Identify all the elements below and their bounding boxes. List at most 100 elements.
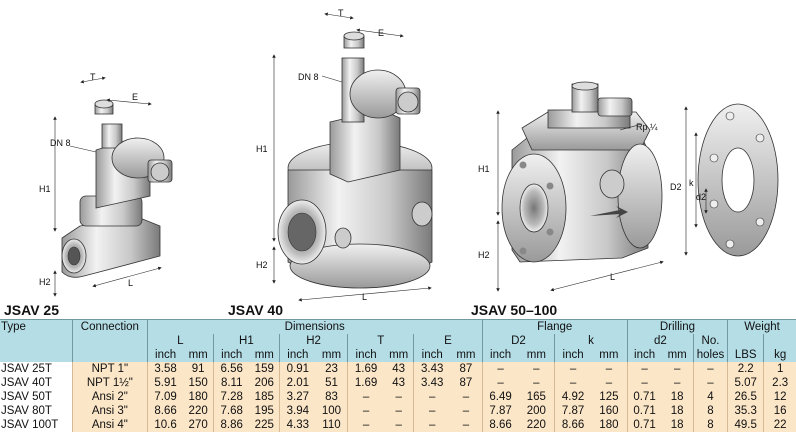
row-value: – bbox=[661, 376, 694, 390]
row-value: 8.11 bbox=[212, 376, 250, 390]
row-value: 3.27 bbox=[278, 390, 316, 404]
unit-mm: mm bbox=[590, 348, 628, 362]
row-value: 5.07 bbox=[727, 376, 764, 390]
row-value: 7.68 bbox=[212, 404, 250, 418]
unit-mm: mm bbox=[183, 348, 214, 362]
dim-label-h1-a: H1 bbox=[39, 184, 51, 194]
row-value: – bbox=[383, 404, 414, 418]
row-value: 0.71 bbox=[626, 418, 662, 432]
valve-jsav25-drawing: DN 8 T E H1 H2 L bbox=[39, 72, 173, 297]
table-header-row-3: inch mm inch mm inch mm inch mm inch mm … bbox=[0, 348, 796, 362]
row-value: 7.87 bbox=[554, 404, 591, 418]
unit-kg: kg bbox=[763, 348, 796, 362]
row-value: 3.43 bbox=[413, 362, 451, 376]
row-value: 7.09 bbox=[146, 390, 184, 404]
row-value: 206 bbox=[249, 376, 280, 390]
row-value: 125 bbox=[590, 390, 628, 404]
table-header-row-2: L H1 H2 T E D2 k d2 No. bbox=[0, 334, 796, 348]
dim-label-l-c: L bbox=[610, 272, 615, 282]
row-value: 185 bbox=[249, 390, 280, 404]
header-flange: Flange bbox=[481, 319, 628, 334]
header-d2-drilling: d2 bbox=[626, 334, 694, 348]
row-value: – bbox=[554, 362, 591, 376]
header-l: L bbox=[146, 334, 214, 348]
row-value: 87 bbox=[450, 362, 483, 376]
row-value: 22 bbox=[763, 418, 796, 432]
row-value: 4.33 bbox=[278, 418, 316, 432]
dim-label-dn8-b: DN 8 bbox=[298, 72, 319, 82]
unit-mm: mm bbox=[661, 348, 694, 362]
row-value: 220 bbox=[183, 404, 214, 418]
dim-label-l-a: L bbox=[128, 278, 133, 288]
unit-inch: inch bbox=[481, 348, 519, 362]
row-value: 35.3 bbox=[727, 404, 764, 418]
row-value: 51 bbox=[315, 376, 348, 390]
model-title-jsav25: JSAV 25 bbox=[4, 302, 59, 318]
row-value: 10.6 bbox=[146, 418, 184, 432]
dim-label-e-b: E bbox=[378, 28, 384, 38]
row-value: – bbox=[481, 376, 519, 390]
row-value: 2.2 bbox=[727, 362, 764, 376]
unit-mm: mm bbox=[315, 348, 348, 362]
row-value: 83 bbox=[315, 390, 348, 404]
dim-label-h1-c: H1 bbox=[478, 164, 490, 174]
row-type: JSAV 100T bbox=[0, 418, 73, 432]
unit-holes: holes bbox=[692, 348, 728, 362]
row-value: 49.5 bbox=[727, 418, 764, 432]
row-value: 110 bbox=[315, 418, 348, 432]
row-type: JSAV 40T bbox=[0, 376, 73, 390]
model-title-jsav50-100: JSAV 50–100 bbox=[471, 302, 558, 318]
dim-label-k: k bbox=[689, 178, 694, 188]
row-value: – bbox=[590, 362, 628, 376]
dim-label-h1-b: H1 bbox=[256, 144, 268, 154]
unit-mm: mm bbox=[450, 348, 483, 362]
row-value: 87 bbox=[450, 376, 483, 390]
unit-mm: mm bbox=[249, 348, 280, 362]
row-value: 91 bbox=[183, 362, 214, 376]
header-t: T bbox=[347, 334, 414, 348]
row-value: – bbox=[518, 362, 555, 376]
dim-label-l-b: L bbox=[362, 292, 367, 302]
row-value: 1.69 bbox=[347, 362, 384, 376]
row-value: 12 bbox=[763, 390, 796, 404]
row-value: 3.58 bbox=[146, 362, 184, 376]
dim-label-t-b: T bbox=[338, 8, 344, 18]
dim-label-rp: Rp ¼ bbox=[636, 122, 658, 132]
row-value: 23 bbox=[315, 362, 348, 376]
row-value: 270 bbox=[183, 418, 214, 432]
row-value: 8.66 bbox=[554, 418, 591, 432]
row-value: 180 bbox=[590, 418, 628, 432]
valve-jsav40-drawing: DN 8 T E H1 H2 L bbox=[256, 8, 433, 302]
row-value: – bbox=[450, 418, 483, 432]
row-value: 8.66 bbox=[146, 404, 184, 418]
header-d2-flange: D2 bbox=[481, 334, 555, 348]
dim-label-e-a: E bbox=[132, 92, 138, 102]
row-value: 5.91 bbox=[146, 376, 184, 390]
row-connection: NPT 1" bbox=[72, 362, 148, 376]
row-value: 2.01 bbox=[278, 376, 316, 390]
row-value: – bbox=[626, 376, 662, 390]
header-k: k bbox=[554, 334, 628, 348]
dim-label-d2-lower: d2 bbox=[696, 192, 706, 202]
dim-label-t-a: T bbox=[90, 72, 96, 82]
spec-table: Type Connection Dimensions Flange Drilli… bbox=[0, 319, 796, 432]
row-value: 26.5 bbox=[727, 390, 764, 404]
dim-label-h2-b: H2 bbox=[256, 260, 268, 270]
row-connection: Ansi 4" bbox=[72, 418, 148, 432]
row-value: 1 bbox=[763, 362, 796, 376]
row-value: 18 bbox=[661, 390, 694, 404]
row-value: 200 bbox=[518, 404, 555, 418]
row-value: 8.66 bbox=[481, 418, 519, 432]
row-value: 165 bbox=[518, 390, 555, 404]
row-type: JSAV 50T bbox=[0, 390, 73, 404]
row-value: – bbox=[626, 362, 662, 376]
row-value: 0.71 bbox=[626, 390, 662, 404]
row-value: 220 bbox=[518, 418, 555, 432]
row-value: 100 bbox=[315, 404, 348, 418]
row-value: 1.69 bbox=[347, 376, 384, 390]
row-value: 8 bbox=[692, 404, 728, 418]
